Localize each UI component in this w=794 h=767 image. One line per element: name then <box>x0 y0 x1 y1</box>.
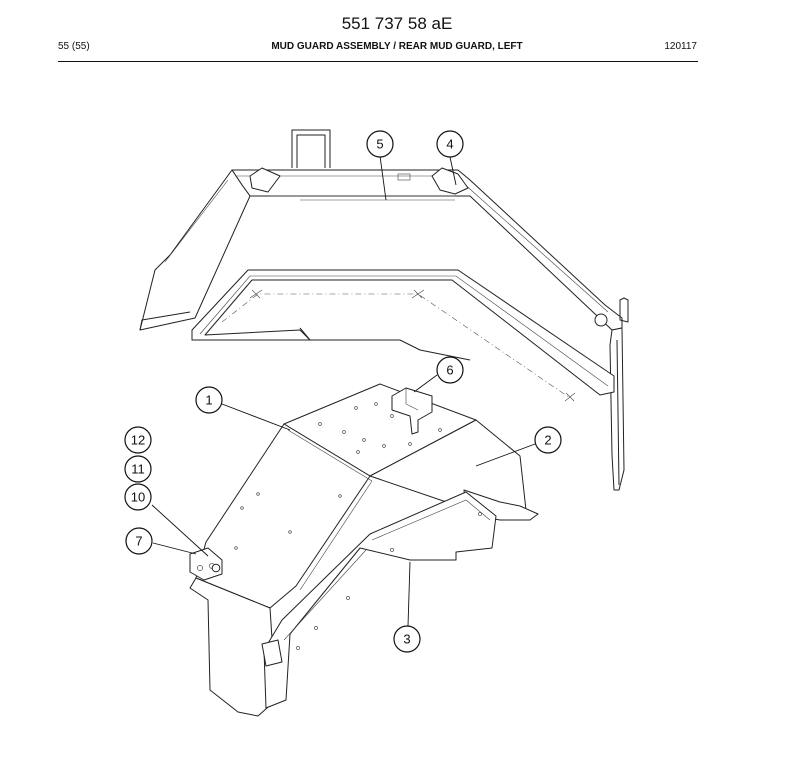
part-3-reinforcement-rail <box>261 491 497 709</box>
callout-7: 7 <box>125 527 153 555</box>
callout-2-label: 2 <box>544 433 551 448</box>
part-4-clip-bracket <box>249 167 469 195</box>
callout-5: 5 <box>366 130 394 158</box>
part-7-connector-bracket <box>189 547 223 581</box>
callout-7-label: 7 <box>135 534 142 549</box>
page-reference: 55 (55) <box>58 41 90 52</box>
callout-12: 12 <box>124 426 152 454</box>
date-code: 120117 <box>664 41 697 52</box>
header-divider <box>58 61 698 62</box>
callout-3-label: 3 <box>403 632 410 647</box>
callout-3: 3 <box>393 625 421 653</box>
callout-5-label: 5 <box>376 137 383 152</box>
page-title: MUD GUARD ASSEMBLY / REAR MUD GUARD, LEF… <box>271 41 523 52</box>
callout-4-label: 4 <box>446 137 453 152</box>
callout-11: 11 <box>124 455 152 483</box>
part-6-mounting-bracket <box>391 387 433 435</box>
leader-lines <box>151 155 536 627</box>
callout-1-label: 1 <box>205 393 212 408</box>
callout-4: 4 <box>436 130 464 158</box>
callout-11-label: 11 <box>131 462 145 477</box>
document-number: 551 737 58 aE <box>341 14 453 33</box>
upper-inner-liner <box>191 269 615 402</box>
callout-6: 6 <box>436 356 464 384</box>
callout-2: 2 <box>534 426 562 454</box>
callout-10-label: 10 <box>131 490 145 505</box>
callout-6-label: 6 <box>446 363 453 378</box>
callout-12-label: 12 <box>131 433 145 448</box>
callout-10: 10 <box>124 483 152 511</box>
callout-1: 1 <box>195 386 223 414</box>
